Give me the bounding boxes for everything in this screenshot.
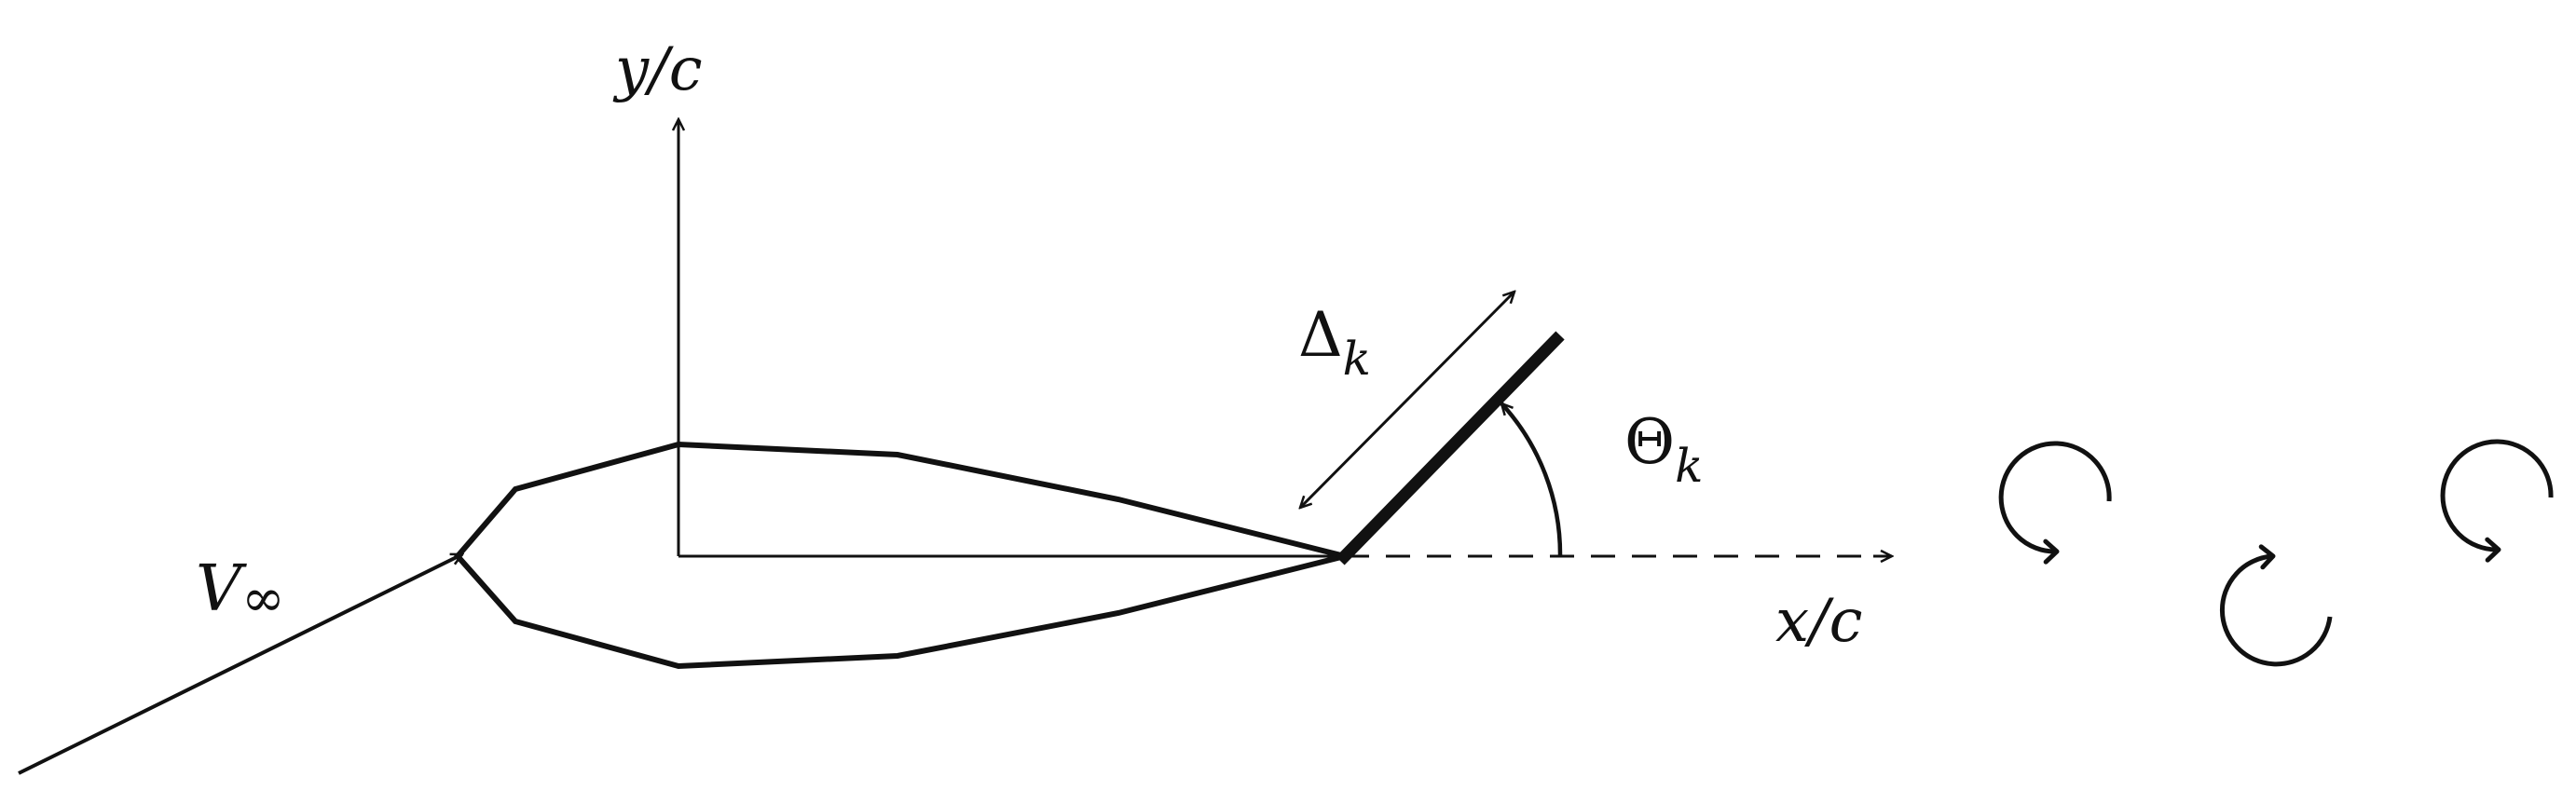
vortex-3-icon [2440,439,2554,563]
trailing-edge-flap [1336,331,1565,566]
flap-angle-label: Θk [1624,406,1703,493]
y-axis-label: y/c [612,35,703,104]
x-axis-label: x/c [1775,587,1863,656]
flap-angle-arc [1501,403,1563,557]
freestream-label: V∞ [196,552,285,629]
freestream-velocity-arrow [18,552,462,775]
flap-length-dimension [1300,292,1514,508]
vortex-2-icon [2219,544,2333,667]
flap-length-label: Δk [1298,299,1371,386]
vortex-1-icon [1998,441,2112,565]
